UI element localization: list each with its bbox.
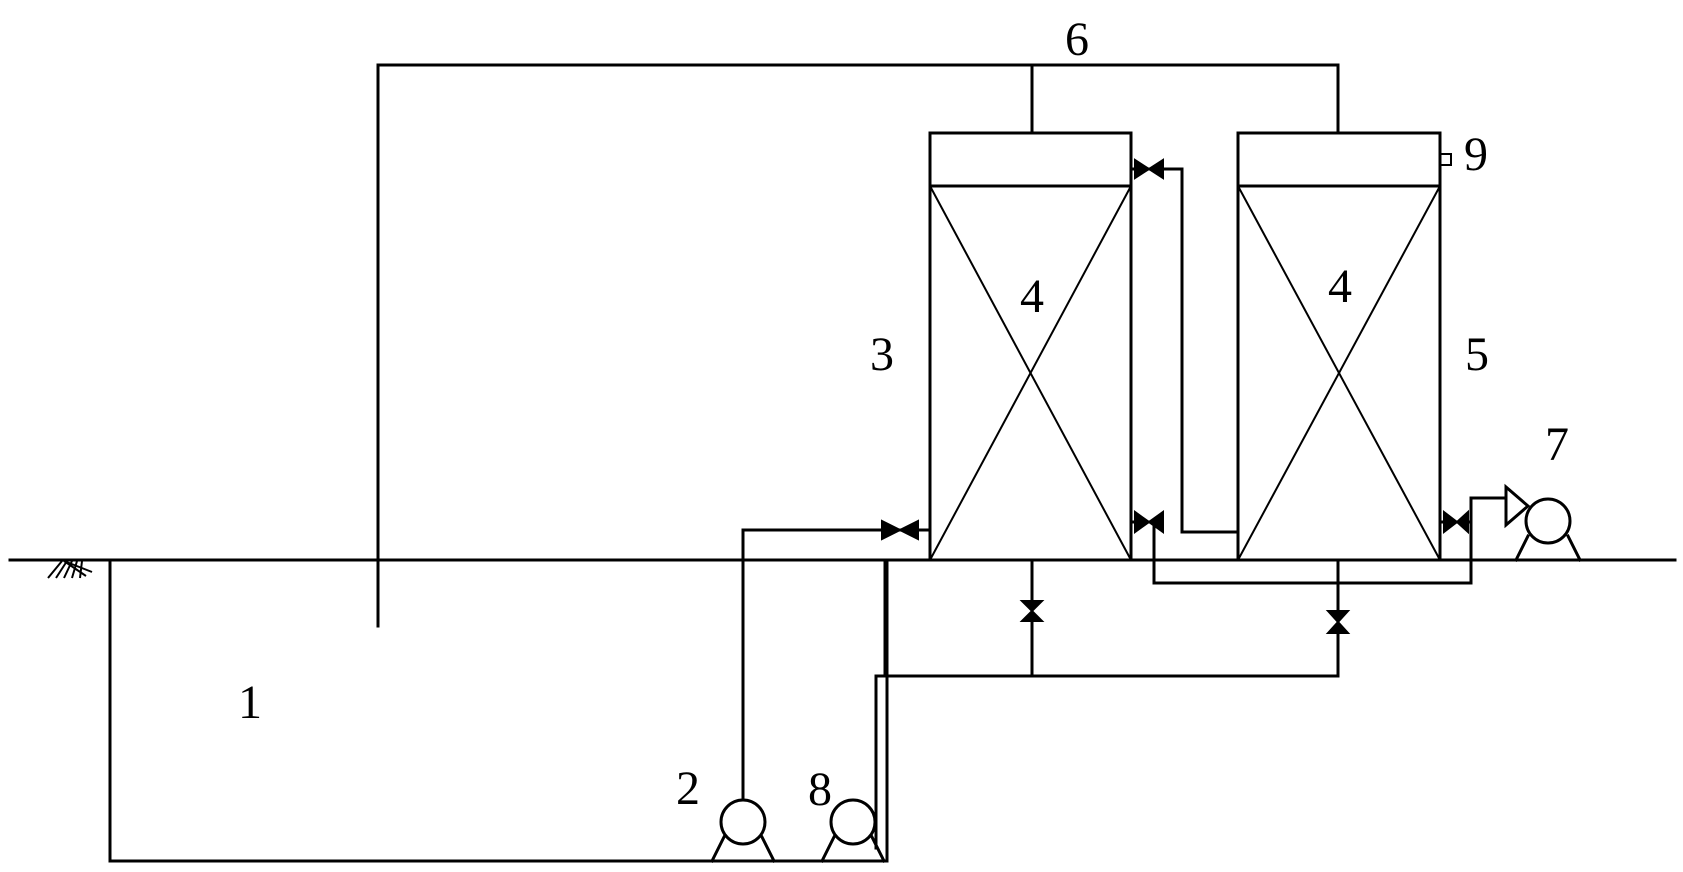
pool-outline bbox=[108, 558, 889, 863]
sensor-box bbox=[1439, 153, 1452, 166]
pump-icon bbox=[1504, 483, 1583, 563]
gate-valve-icon bbox=[1134, 510, 1164, 534]
label-tank-first: 3 bbox=[870, 328, 894, 381]
label-return-pump: 8 bbox=[808, 763, 832, 816]
inlet-pipe bbox=[741, 528, 932, 802]
vent-header-pipe bbox=[376, 63, 1340, 628]
gate-valve-icon bbox=[881, 519, 919, 541]
collector-pipe bbox=[1129, 496, 1508, 585]
label-lift-pump: 2 bbox=[676, 762, 700, 815]
label-packing-first: 4 bbox=[1020, 270, 1044, 323]
label-sensor: 9 bbox=[1464, 128, 1488, 181]
gate-valve-icon bbox=[1443, 509, 1469, 535]
label-tank-second: 5 bbox=[1465, 328, 1489, 381]
pump-icon bbox=[709, 798, 777, 864]
transfer-pipe bbox=[1129, 167, 1240, 534]
label-packing-second: 4 bbox=[1328, 260, 1352, 313]
gate-valve-icon bbox=[1325, 610, 1351, 634]
pump-icon bbox=[819, 798, 887, 864]
gate-valve-icon bbox=[1134, 158, 1164, 180]
label-outlet-pump: 7 bbox=[1545, 418, 1569, 471]
ground-hatch-icon bbox=[47, 560, 93, 579]
tank-second bbox=[1236, 131, 1442, 562]
label-pool: 1 bbox=[238, 676, 262, 729]
return-pipe bbox=[874, 674, 1340, 850]
gate-valve-icon bbox=[1019, 600, 1045, 622]
label-vent-pipe: 6 bbox=[1065, 13, 1089, 66]
tank-first bbox=[928, 131, 1133, 562]
